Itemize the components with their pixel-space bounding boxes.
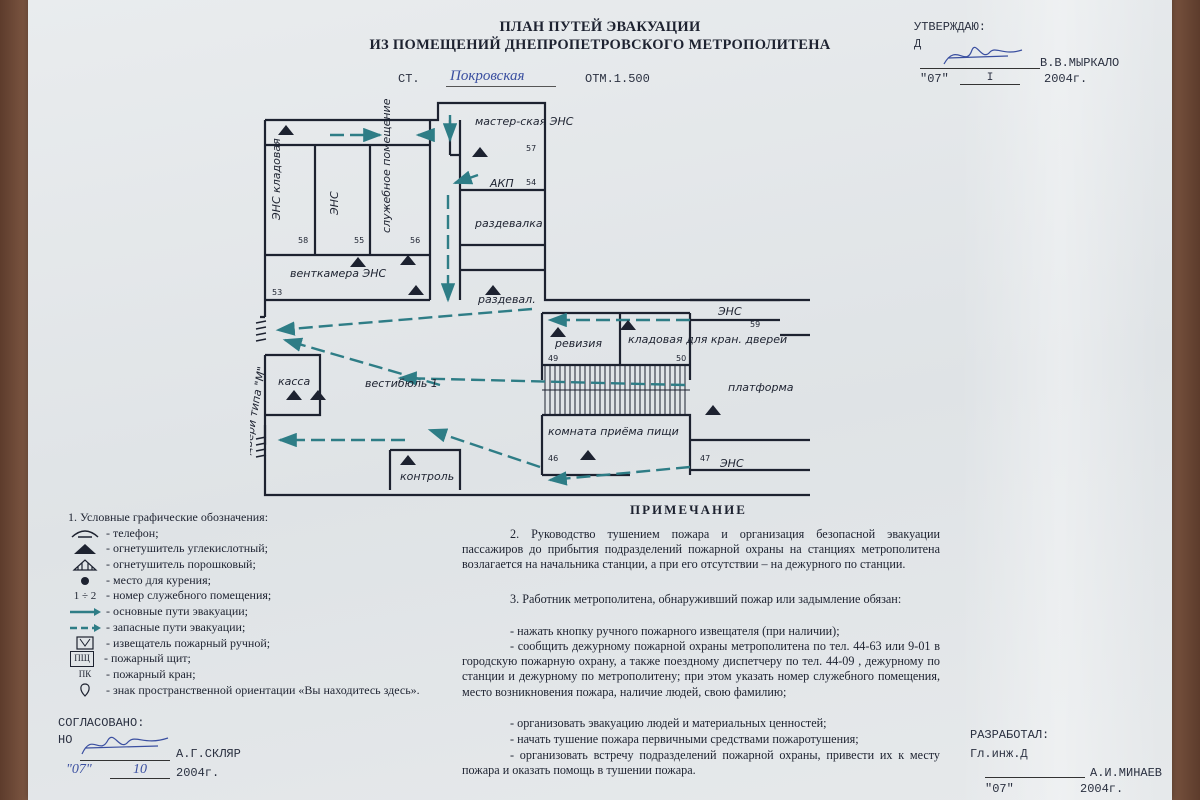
legend-item-7: - извещатель пожарный ручной;	[106, 635, 271, 650]
developed-day: "07"	[985, 782, 1014, 796]
legend-item-10: - знак пространственной ориентации «Вы н…	[106, 682, 420, 697]
elevation-mark: ОТМ.1.500	[585, 72, 650, 86]
developed-name: А.И.МИНАЕВ	[1090, 766, 1163, 780]
room-number: 53	[272, 288, 282, 297]
agreed-year: 2004г.	[176, 766, 220, 780]
legend-item-3: - место для курения;	[106, 572, 211, 587]
legend-item-0: - телефон;	[106, 525, 159, 540]
station-underline	[446, 86, 556, 87]
note-bullet-1: - нажать кнопку ручного пожарного извеща…	[510, 624, 840, 638]
room-audit: ревизия	[554, 337, 602, 350]
room-ens-right-top: ЭНС	[717, 305, 742, 318]
developed-label: РАЗРАБОТАЛ:	[970, 728, 1050, 742]
agreed-month: 10	[110, 762, 170, 779]
room-number: 58	[298, 236, 308, 245]
legend-item-2: - огнетушитель порошковый;	[106, 557, 256, 572]
room-ens-storage: ЭНС кладовая	[270, 138, 283, 221]
legend-item-1: - огнетушитель углекислотный;	[106, 541, 268, 556]
room-service: служебное помещение	[380, 98, 393, 233]
legend-item-6: - запасные пути эвакуации;	[106, 619, 246, 634]
developed-role: Гл.инж.Д	[970, 747, 1028, 761]
main-evacuation-routes	[275, 115, 691, 486]
agreed-name: А.Г.СКЛЯР	[176, 747, 241, 761]
room-vent: венткамера ЭНС	[290, 267, 386, 280]
legend: 1. Условные графические обозначения: - т…	[68, 510, 468, 698]
room-number-icon: 1 ÷ 2	[73, 590, 97, 603]
legend-item-5: - основные пути эвакуации;	[106, 604, 249, 619]
room-workshop: мастер-ская ЭНС	[475, 115, 574, 128]
approval-day: "07"	[920, 72, 949, 86]
fire-hydrant-icon: ПК	[78, 668, 92, 679]
legend-item-8: - пожарный щит;	[104, 651, 191, 666]
approval-role: Д	[914, 37, 922, 51]
agreed-label: СОГЛАСОВАНО:	[58, 716, 145, 730]
approval-signature	[943, 46, 1023, 65]
note-bullet-2: - сообщить дежурному пожарной охраны мет…	[462, 639, 940, 699]
staircase-hatch	[542, 365, 690, 415]
exit-doors	[255, 320, 267, 458]
title-line-1: ПЛАН ПУТЕЙ ЭВАКУАЦИИ	[499, 19, 701, 35]
note-paragraph-3: 3. Работник метрополитена, обнаруживший …	[510, 592, 902, 606]
note-bullet-5: - организовать встречу подразделений пож…	[462, 748, 940, 778]
room-akp: АКП	[489, 177, 514, 190]
powder-extinguisher-icon	[72, 559, 98, 571]
title-line-2: ИЗ ПОМЕЩЕНИЙ ДНЕПРОПЕТРОВСКОГО МЕТРОПОЛИ…	[369, 37, 831, 53]
room-number: 55	[354, 236, 364, 245]
agreed-day: "07"	[66, 762, 92, 777]
room-number: 59	[750, 320, 760, 329]
room-number: 54	[526, 178, 536, 187]
agreed-role: НО	[58, 733, 73, 747]
room-number: 57	[526, 144, 536, 153]
room-number: 46	[548, 454, 558, 463]
room-number: 56	[410, 236, 420, 245]
station-prefix: СТ.	[398, 72, 420, 86]
main-route-arrow-icon	[70, 607, 101, 616]
room-cashier: касса	[278, 375, 310, 388]
note-bullet-4: - начать тушение пожара первичными средс…	[510, 732, 859, 746]
developed-signature-line	[985, 777, 1085, 778]
developed-year: 2004г.	[1080, 782, 1124, 796]
floor-plan: мастер-ская ЭНС АКП раздевалка раздевал.…	[250, 98, 810, 497]
approval-signature-line	[920, 68, 1040, 69]
approval-name: В.В.МЫРКАЛО	[1040, 56, 1120, 70]
co2-extinguisher-icon	[74, 544, 96, 555]
room-platform: платформа	[728, 381, 794, 394]
fire-extinguishers	[278, 125, 721, 465]
agreed-signature-line	[80, 760, 170, 761]
room-ens-right-bottom: ЭНС	[719, 457, 744, 470]
room-number: 50	[676, 354, 686, 363]
telephone-icon	[71, 529, 99, 538]
you-are-here-icon	[80, 683, 90, 698]
spare-route-arrow-icon	[70, 623, 101, 632]
room-vestibule: вестибюль 1	[365, 377, 438, 390]
smoking-place-icon	[81, 576, 89, 585]
agreed-signature	[81, 736, 169, 755]
note-heading: ПРИМЕЧАНИЕ	[630, 502, 747, 517]
plastic-glare	[960, 0, 1160, 800]
room-number: 47	[700, 454, 710, 463]
station-name: Покровская	[450, 68, 525, 84]
approval-month: I	[960, 72, 1020, 85]
room-control: контроль	[400, 470, 454, 483]
legend-item-9: - пожарный кран;	[106, 666, 196, 681]
note-bullet-3: - организовать эвакуацию людей и материа…	[510, 716, 827, 730]
room-locker-1: раздевалка	[474, 217, 543, 230]
legend-item-4: - номер служебного помещения;	[106, 588, 272, 603]
legend-heading: 1. Условные графические обозначения:	[68, 510, 269, 524]
room-number: 49	[548, 354, 558, 363]
room-ens: ЭНС	[328, 191, 341, 216]
approval-label: УТВЕРЖДАЮ:	[914, 20, 987, 34]
plan-walls	[260, 101, 810, 497]
room-doors-storage: кладовая для кран. дверей	[628, 333, 787, 346]
fire-board-icon: ПЩ	[70, 651, 94, 668]
manual-alarm-icon	[76, 636, 94, 650]
note-paragraph-2: 2. Руководство тушением пожара и организ…	[462, 527, 940, 572]
page-title: ПЛАН ПУТЕЙ ЭВАКУАЦИИ ИЗ ПОМЕЩЕНИЙ ДНЕПРО…	[330, 18, 870, 54]
room-reception: комната приёма пищи	[548, 425, 679, 438]
room-locker-2: раздевал.	[477, 293, 536, 306]
approval-year: 2004г.	[1044, 72, 1088, 86]
